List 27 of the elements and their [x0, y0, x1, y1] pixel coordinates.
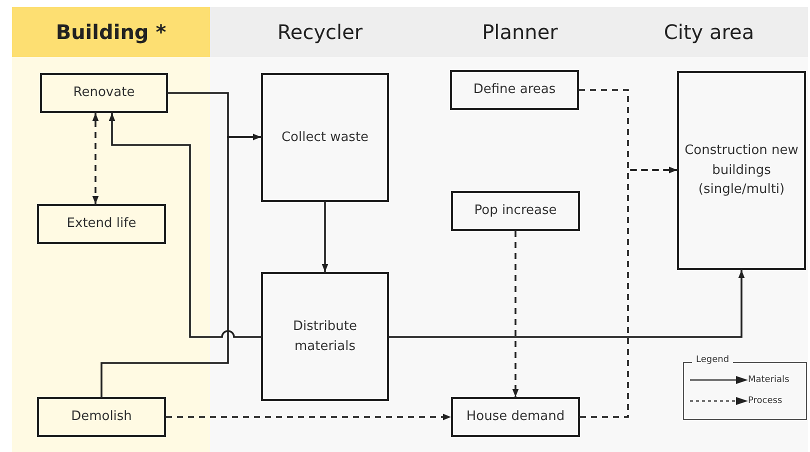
process-box: House demand	[451, 397, 580, 437]
lane-heading: Planner	[430, 7, 610, 57]
lane-heading: City area	[610, 7, 808, 57]
dashed-arrow	[580, 166, 677, 418]
legend-title: Legend	[692, 355, 734, 365]
process-box: Pop increase	[451, 191, 580, 231]
process-box: Extend life	[37, 204, 166, 244]
lane-heading: Building *	[12, 7, 210, 57]
arrow	[100, 134, 261, 397]
swimlane	[610, 7, 808, 452]
legend-label: Materials	[748, 375, 790, 385]
dashed-arrow	[512, 231, 519, 397]
process-box: Demolish	[37, 397, 166, 437]
dashed-arrow	[166, 414, 451, 420]
arrow	[389, 270, 745, 338]
process-box: Define areas	[450, 70, 579, 110]
process-box: Distribute materials	[261, 272, 389, 401]
process-box: Construction new buildings (single/multi)	[677, 71, 806, 270]
arrow	[108, 113, 261, 338]
lane-heading: Recycler	[210, 7, 430, 57]
swimlane	[210, 7, 430, 452]
legend-label: Process	[748, 396, 782, 406]
arrow	[322, 202, 328, 272]
process-box: Renovate	[40, 73, 168, 113]
swimlane	[12, 7, 210, 452]
process-box: Collect waste	[261, 73, 389, 202]
dashed-arrow	[92, 113, 99, 204]
